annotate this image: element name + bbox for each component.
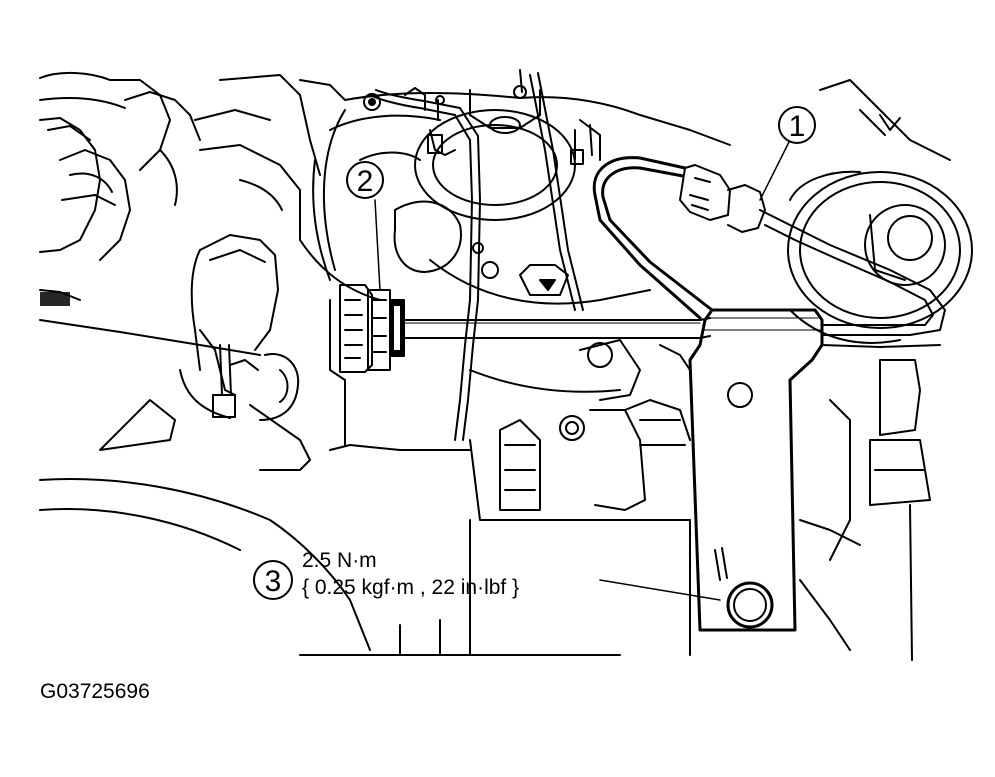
callout-3: 3 bbox=[253, 560, 293, 600]
left-hose-assembly bbox=[39, 71, 261, 356]
nut-and-rod bbox=[329, 284, 711, 451]
callout-2: 2 bbox=[346, 161, 384, 199]
torque-alternate-units: { 0.25 kgf·m , 22 in·lbf } bbox=[302, 576, 520, 599]
figure-id: G03725696 bbox=[40, 680, 150, 703]
lower-middle-components bbox=[39, 339, 721, 656]
leader-lines bbox=[374, 139, 791, 291]
bracket bbox=[688, 308, 824, 632]
pulley bbox=[787, 79, 973, 344]
callout-1-number: 1 bbox=[789, 110, 806, 143]
thin-tubes bbox=[363, 72, 584, 441]
callout-1: 1 bbox=[778, 106, 816, 144]
lower-right-components bbox=[799, 359, 931, 661]
callout-3-number: 3 bbox=[265, 565, 282, 598]
torque-value: 2.5 N·m bbox=[302, 549, 377, 572]
callout-2-number: 2 bbox=[357, 165, 374, 198]
torque-spec: 2.5 N·m { 0.25 kgf·m , 22 in·lbf } bbox=[302, 547, 519, 601]
hose-connector bbox=[99, 234, 311, 471]
